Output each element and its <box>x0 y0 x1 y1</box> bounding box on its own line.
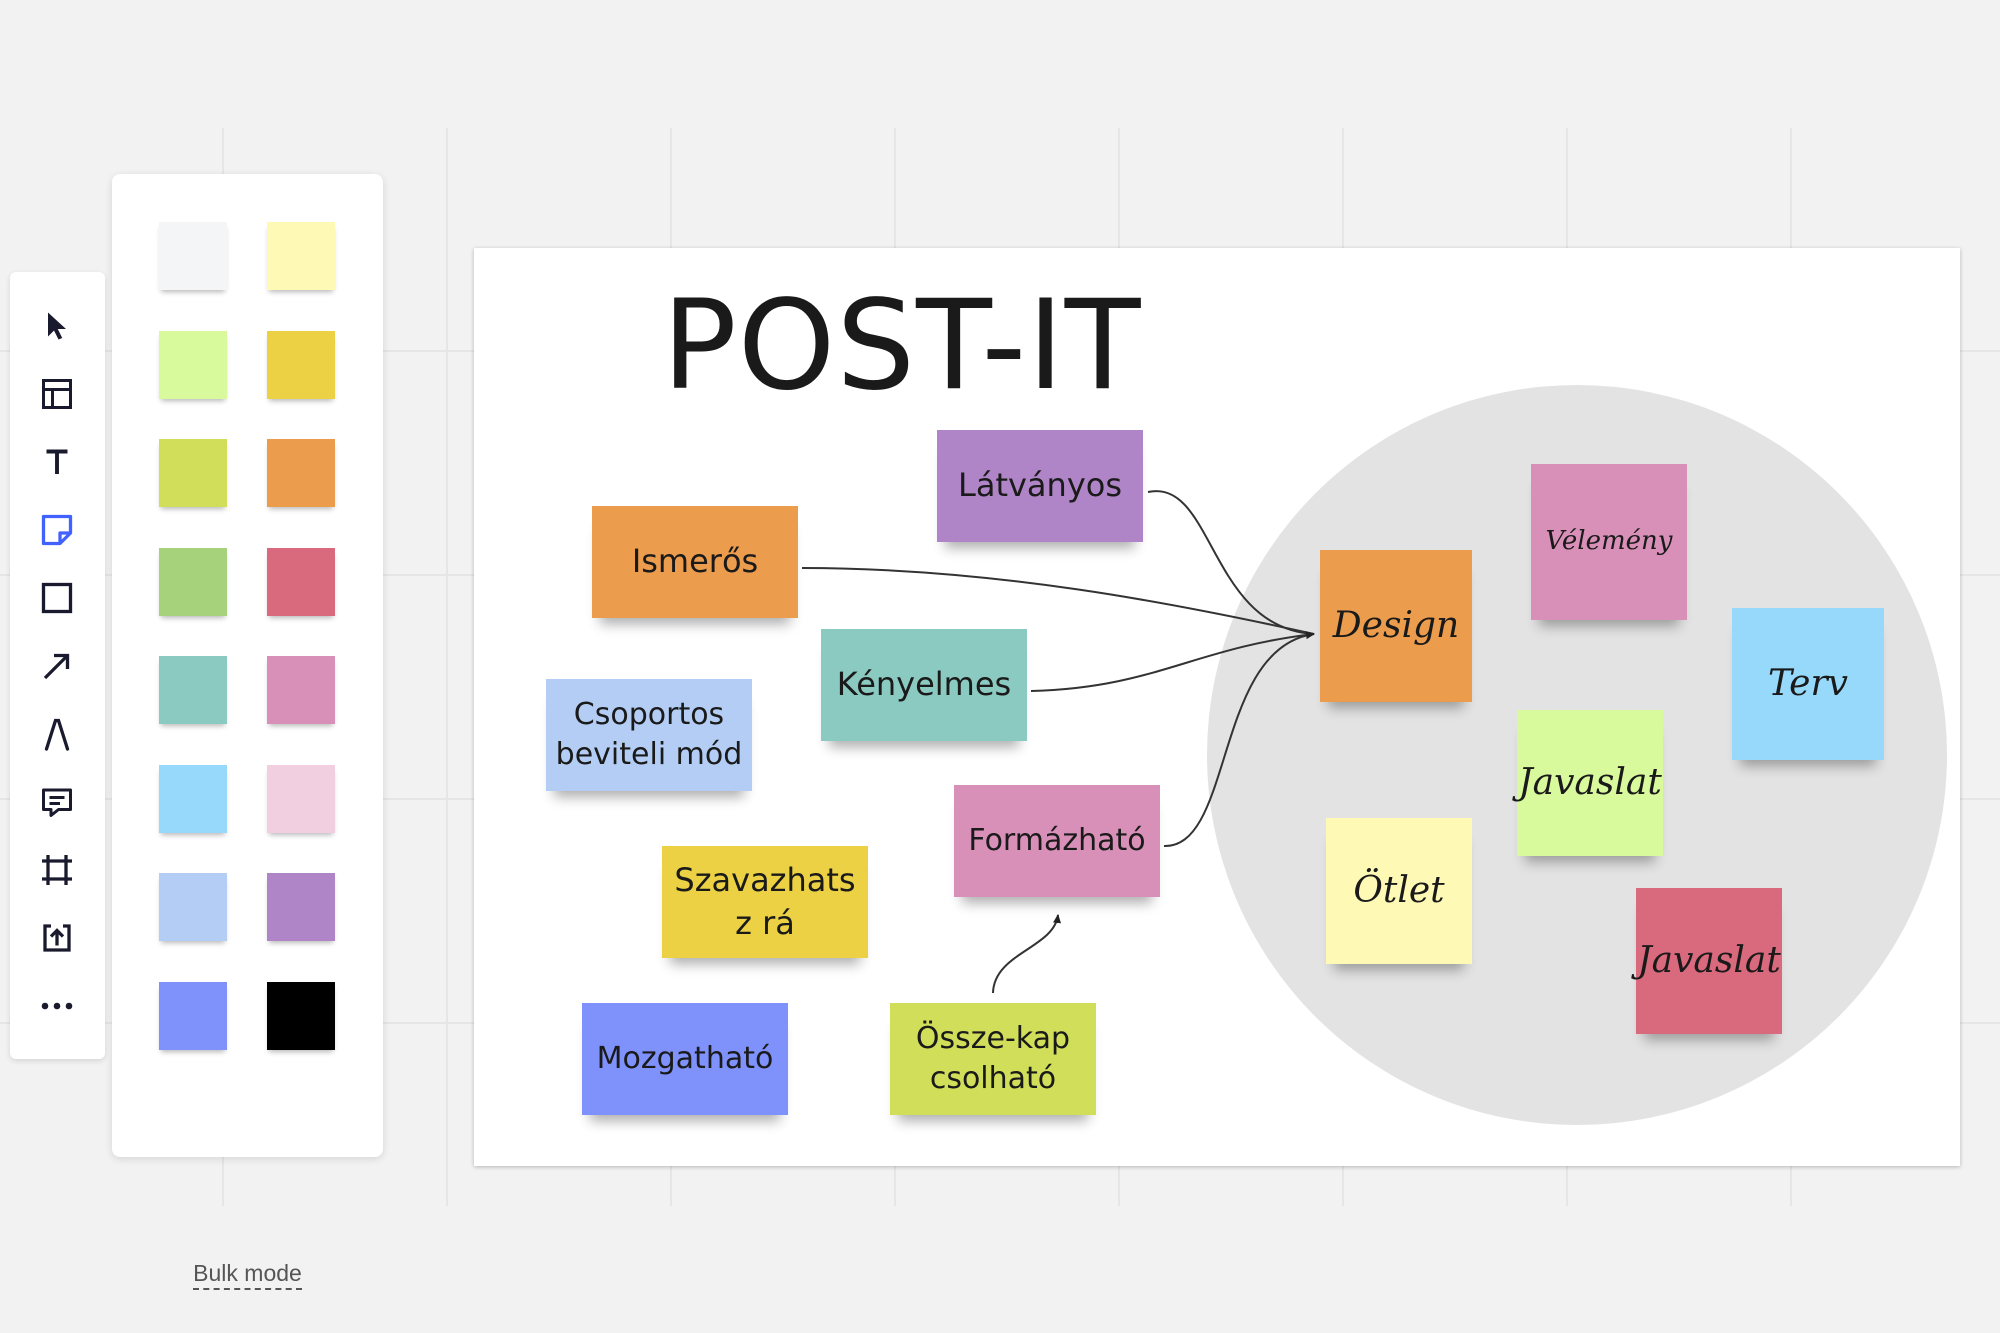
frame-icon <box>42 855 72 885</box>
post-it-frame[interactable]: POST-IT Látványos Ismerős Kényelmes Csop… <box>474 248 1960 1166</box>
shape-tool[interactable] <box>35 576 79 620</box>
sticky-note-tool[interactable] <box>35 508 79 552</box>
color-swatch-11[interactable] <box>159 764 227 833</box>
connector-kenyelmes-design[interactable] <box>1030 633 1315 692</box>
color-swatch-4[interactable] <box>267 330 335 399</box>
square-icon <box>41 582 73 614</box>
frame-title[interactable]: POST-IT <box>662 274 1142 418</box>
sticky-note-formazhato[interactable]: Formázható <box>954 785 1160 897</box>
sticky-color-panel: Bulk mode <box>112 174 383 1290</box>
connection-line-tool[interactable] <box>35 644 79 688</box>
upload-icon <box>43 924 71 952</box>
pen-icon <box>44 718 70 751</box>
sticky-note-velemeny[interactable]: Vélemény <box>1531 464 1687 620</box>
connector-ossze-formazhato[interactable] <box>992 914 1061 994</box>
cursor-icon <box>48 312 66 340</box>
connector-ismeros-design[interactable] <box>801 567 1315 635</box>
color-swatch-7[interactable] <box>159 547 227 616</box>
frame-tool[interactable] <box>35 848 79 892</box>
main-toolbar <box>10 272 105 1059</box>
sticky-note-szavazhatsz[interactable]: Szavazhatsz rá <box>662 846 868 958</box>
connector-formazhato-design[interactable] <box>1163 631 1315 848</box>
connector-latvanyos-design[interactable] <box>1147 490 1315 635</box>
sticky-note-javaslat-1[interactable]: Javaslat <box>1517 710 1663 856</box>
sticky-note-latvanyos[interactable]: Látványos <box>937 430 1143 542</box>
color-swatch-12[interactable] <box>267 764 335 833</box>
sticky-note-design[interactable]: Design <box>1320 550 1472 702</box>
color-swatch-2[interactable] <box>267 222 335 290</box>
text-tool[interactable] <box>35 440 79 484</box>
select-tool[interactable] <box>35 304 79 348</box>
comment-tool[interactable] <box>35 780 79 824</box>
sticky-note-ossze[interactable]: Össze-kapcsolható <box>890 1003 1096 1115</box>
color-swatch-10[interactable] <box>267 656 335 724</box>
color-swatch-6[interactable] <box>267 439 335 507</box>
templates-tool[interactable] <box>35 372 79 416</box>
connector-lines <box>801 490 1315 994</box>
sticky-note-ismeros[interactable]: Ismerős <box>592 506 798 618</box>
more-icon <box>41 1002 73 1010</box>
color-swatch-8[interactable] <box>267 547 335 616</box>
color-swatch-1[interactable] <box>159 222 227 290</box>
sticky-note-terv[interactable]: Terv <box>1732 608 1884 760</box>
sticky-note-javaslat-2[interactable]: Javaslat <box>1636 888 1782 1034</box>
pen-tool[interactable] <box>35 712 79 756</box>
color-swatch-3[interactable] <box>159 330 227 399</box>
color-swatch-14[interactable] <box>267 873 335 941</box>
text-icon <box>46 449 68 474</box>
sticky-note-mozgathato[interactable]: Mozgatható <box>582 1003 788 1115</box>
sticky-note-kenyelmes[interactable]: Kényelmes <box>821 629 1027 741</box>
sticky-note-csoportos[interactable]: Csoportos beviteli mód <box>546 679 752 791</box>
color-swatch-5[interactable] <box>159 439 227 507</box>
upload-tool[interactable] <box>35 916 79 960</box>
layout-icon <box>42 379 72 409</box>
more-tools[interactable] <box>35 984 79 1028</box>
bulk-mode-link[interactable]: Bulk mode <box>193 1260 302 1290</box>
arrow-icon <box>43 653 70 680</box>
color-swatch-15[interactable] <box>159 981 227 1050</box>
color-swatch-9[interactable] <box>159 656 227 724</box>
sticky-note-otlet[interactable]: Ötlet <box>1326 818 1472 964</box>
color-swatch-13[interactable] <box>159 873 227 941</box>
comment-icon <box>42 788 72 817</box>
sticky-note-icon <box>41 514 73 546</box>
color-swatch-16[interactable] <box>267 981 335 1050</box>
